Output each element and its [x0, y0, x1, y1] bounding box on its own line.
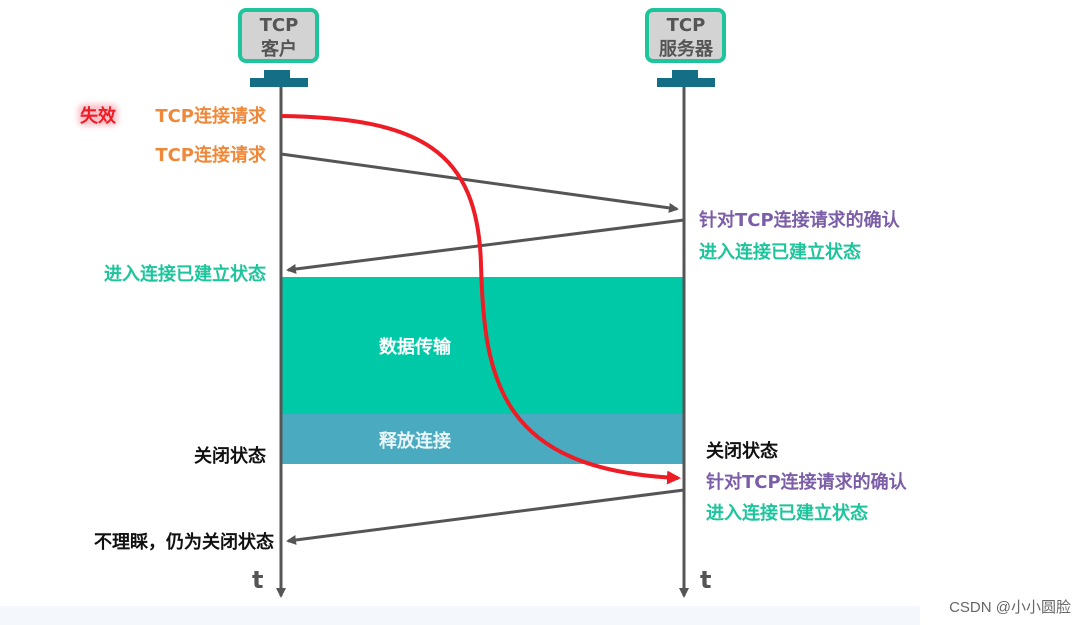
server-time-label: t [700, 566, 711, 594]
client-title-2: 客户 [261, 38, 297, 60]
ignore-label: 不理睬，仍为关闭状态 [94, 531, 274, 553]
data-transfer-label: 数据传输 [379, 336, 452, 358]
watermark: CSDN @小小圆脸 [949, 599, 1071, 616]
server-established-label-1: 进入连接已建立状态 [699, 241, 861, 263]
request-arrow [280, 152, 679, 213]
invalid-glow [78, 104, 118, 126]
client-title-1: TCP [260, 15, 299, 36]
release-block [281, 414, 684, 464]
client-time-label: t [252, 566, 263, 594]
ack-arrow-1 [286, 218, 685, 274]
request-invalid-label: TCP连接请求 [155, 105, 267, 127]
client-established-label: 进入连接已建立状态 [104, 263, 266, 285]
ack-label-1: 针对TCP连接请求的确认 [699, 209, 901, 231]
server-closed-label: 关闭状态 [706, 440, 778, 462]
server-host-icon [645, 8, 726, 87]
client-host-icon [238, 8, 319, 87]
invalid-label: 失效 [80, 105, 117, 127]
client-closed-label: 关闭状态 [194, 445, 266, 467]
release-label: 释放连接 [379, 430, 451, 452]
server-title-2: 服务器 [659, 38, 714, 60]
server-established-label-2: 进入连接已建立状态 [706, 502, 868, 524]
request-label: TCP连接请求 [155, 144, 267, 166]
ack-label-2: 针对TCP连接请求的确认 [706, 471, 908, 493]
bottom-band [0, 606, 920, 625]
server-title-1: TCP [667, 15, 706, 36]
delayed-request-curve [280, 114, 681, 485]
ack-arrow-2 [286, 488, 685, 545]
